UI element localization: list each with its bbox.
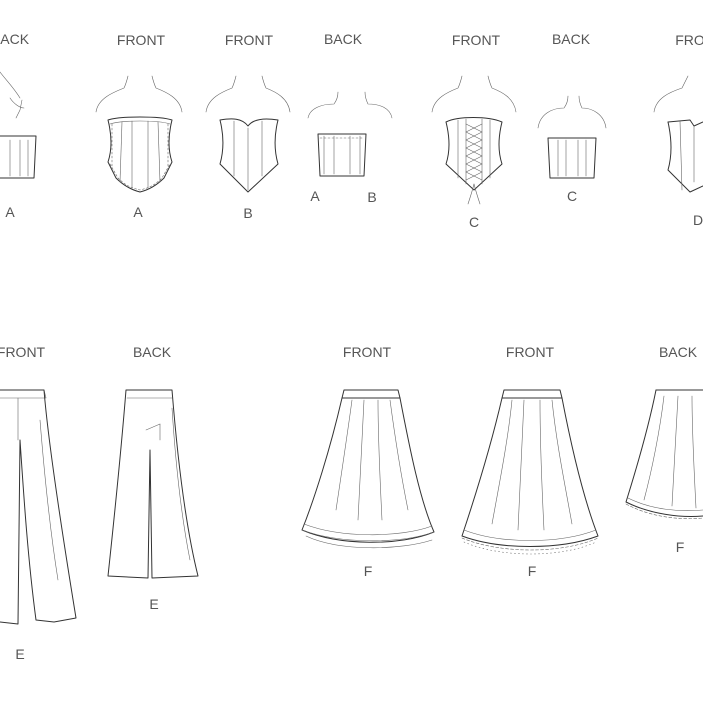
letter-b-back: B [367,189,377,205]
letter-e-front: E [15,646,25,662]
bodice-c-front-drawing [431,75,517,205]
label-front-pants: FRONT [0,344,46,360]
skirt-f-front-drawing [301,389,435,549]
letter-d-front: D [692,212,703,228]
letter-c-front: C [468,214,480,230]
bodice-c-back-drawing [537,95,607,179]
skirt-f-front-lace-drawing [461,389,599,555]
label-front-b: FRONT [224,32,274,48]
letter-f-front-1: F [363,563,373,579]
letter-f-front-2: F [527,563,537,579]
letter-e-back: E [149,596,159,612]
label-front-a: FRONT [116,32,166,48]
label-front-c: FRONT [451,32,501,48]
bodice-d-front-drawing [653,75,703,193]
bodice-ab-back-drawing [307,91,393,177]
label-front-skirt-2: FRONT [505,344,555,360]
letter-b-front: B [243,205,253,221]
label-back-skirt: BACK [658,344,698,360]
letter-a-back: A [310,188,320,204]
letter-f-back: F [675,539,685,555]
letter-c-back: C [566,188,578,204]
pants-e-front-drawing [0,389,77,625]
label-front-d: FRO [675,32,703,48]
bodice-a-front-drawing [95,75,183,193]
label-back-pants: BACK [132,344,172,360]
label-back-c: BACK [551,31,591,47]
label-back-ab: BACK [323,31,363,47]
bodice-a-back-halter-drawing [0,71,37,179]
label-back-halter: BACK [0,31,30,47]
letter-a-back-halter: A [5,204,15,220]
pants-e-back-drawing [107,389,199,579]
label-front-skirt-1: FRONT [342,344,392,360]
bodice-b-front-drawing [205,75,291,193]
skirt-f-back-drawing [625,389,703,519]
letter-a-front: A [133,204,143,220]
